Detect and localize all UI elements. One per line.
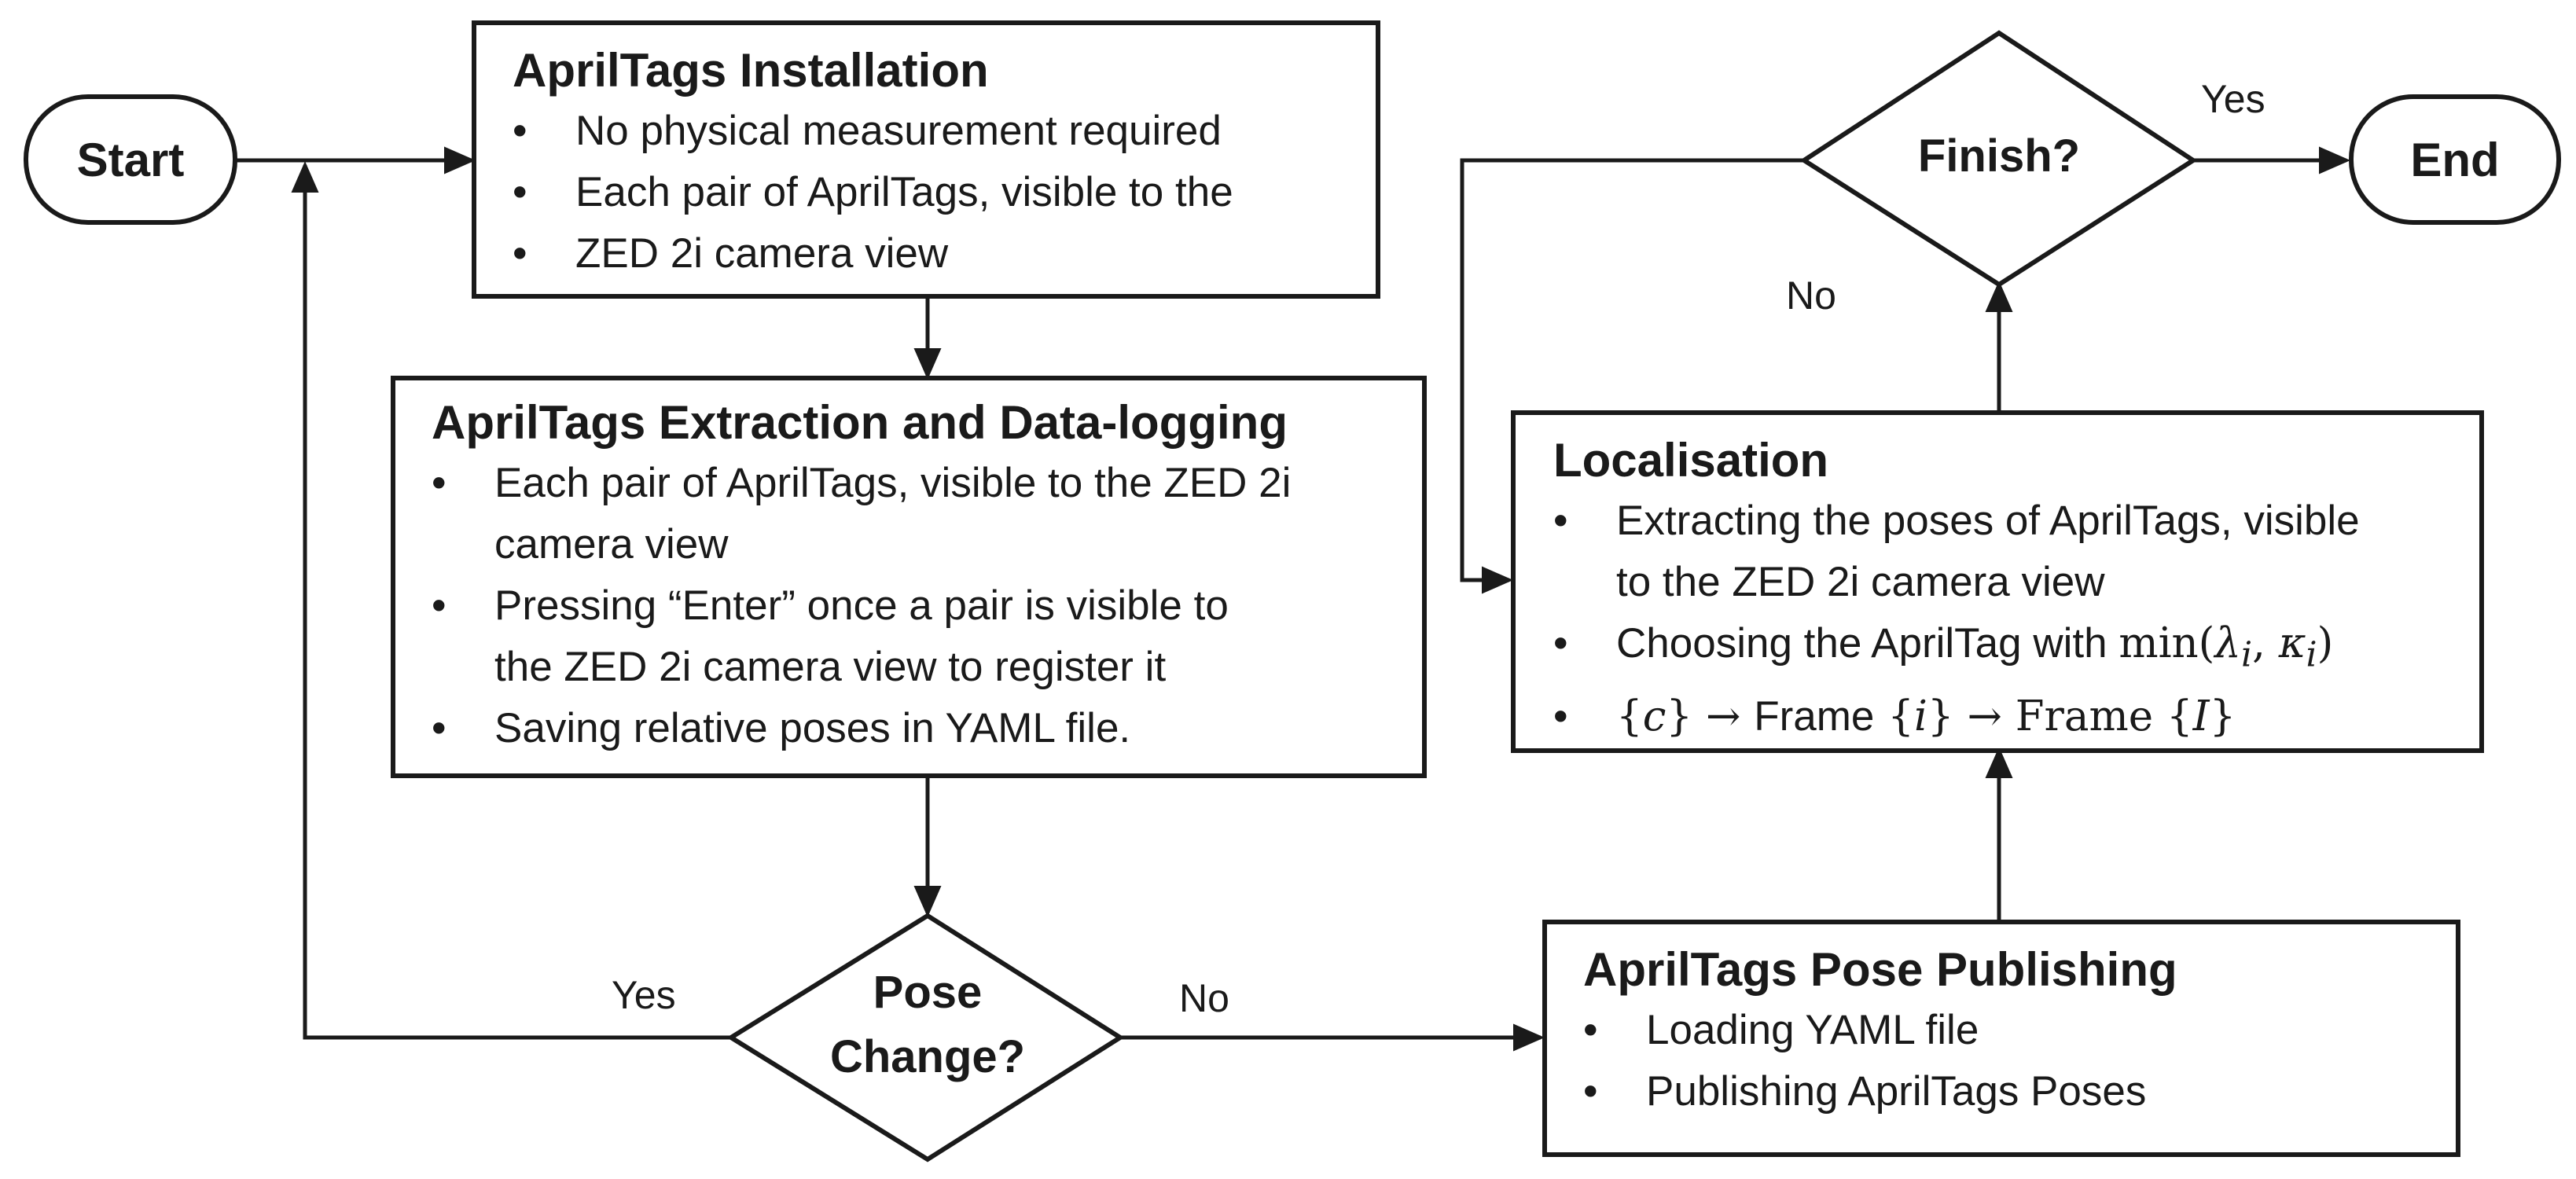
extraction-bullet: Each pair of AprilTags, visible to the Z… [432,453,1422,514]
extraction-bullets: Each pair of AprilTags, visible to the Z… [432,453,1422,759]
publishing-title: AprilTags Pose Publishing [1583,943,2177,996]
extraction-bullet: Pressing “Enter” once a pair is visible … [432,575,1422,637]
extraction-title: AprilTags Extraction and Data-logging [432,396,1288,449]
publishing-box: AprilTags Pose Publishing Loading YAML f… [1542,920,2460,1157]
localisation-bullet-2-text: Choosing the AprilTag with [1616,620,2119,667]
decision-finish-text: Finish? [1917,130,2081,182]
installation-bullet-continuation: ZED 2i camera view [513,223,1376,285]
end-terminal: End [2349,94,2561,225]
decision-pose-no-label: No [1179,976,1229,1020]
decision-pose-line-2: Change? [829,1031,1026,1082]
localisation-title: Localisation [1553,434,1829,487]
publishing-bullets: Loading YAML file Publishing AprilTags P… [1583,1000,2456,1122]
extraction-bullet: Saving relative poses in YAML file. [432,698,1422,759]
publishing-bullet: Publishing AprilTags Poses [1583,1061,2456,1122]
frame-chain-expression: {c} → [1616,692,1755,740]
localisation-bullet: Choosing the AprilTag with min(λi, κi) [1553,613,2479,686]
decision-finish-diamond [1799,30,2198,288]
decision-finish-yes-label: Yes [2201,77,2265,121]
installation-bullet: Each pair of AprilTags, visible to the [513,162,1376,223]
installation-box: AprilTags Installation No physical measu… [472,20,1380,299]
localisation-bullet: Extracting the poses of AprilTags, visib… [1553,490,2479,552]
extraction-bullet-continuation: camera view [494,521,729,567]
decision-pose-change-text: Pose Change? [810,960,1045,1089]
extraction-box: AprilTags Extraction and Data-logging Ea… [391,376,1427,778]
min-expression: min(λi, κi) [2118,619,2334,675]
publishing-bullet: Loading YAML file [1583,1000,2456,1061]
localisation-box: Localisation Extracting the poses of Apr… [1511,410,2484,753]
arrow-finish-no-loop [1460,158,1804,594]
decision-pose-yes-label: Yes [612,973,676,1017]
end-label: End [2410,133,2500,186]
decision-pose-change-diamond [726,913,1125,1162]
decision-finish-no-label: No [1786,274,1836,318]
localisation-bullets: Extracting the poses of AprilTags, visib… [1553,490,2479,747]
localisation-bullet-1-line-2: to the ZED 2i camera view [1616,559,2105,605]
localisation-bullet-continuation: to the ZED 2i camera view [1553,552,2479,613]
installation-bullets: No physical measurement required Each pa… [513,101,1376,285]
start-terminal: Start [24,94,237,225]
installation-bullet: No physical measurement required [513,101,1376,162]
start-label: Start [76,133,185,186]
localisation-bullet: {c} → Frame {i} → Frame {I} [1553,686,2479,747]
arrow-yes-loop-to-installation [291,161,731,1040]
extraction-bullet-continuation: the ZED 2i camera view to register it [494,644,1167,690]
decision-pose-line-1: Pose [873,967,983,1018]
localisation-bullet-1-line-1: Extracting the poses of AprilTags, visib… [1616,498,2360,544]
installation-title: AprilTags Installation [513,44,989,97]
